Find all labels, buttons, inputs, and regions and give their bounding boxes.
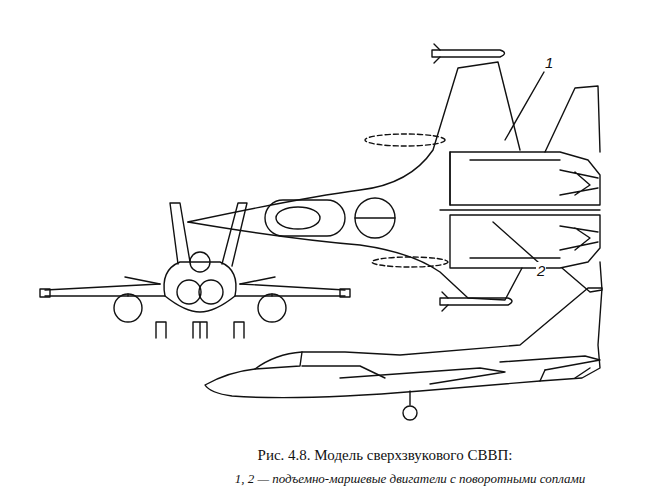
callout-number: 1 <box>544 54 554 71</box>
callout-number: 2 <box>536 262 546 279</box>
figure-caption: Рис. 4.8. Модель сверхзвукового СВВП: <box>150 447 620 464</box>
caption-note: 1, 2 — подъемно-маршевые двигатели с пов… <box>190 472 630 487</box>
front-view <box>40 203 350 338</box>
leader-line <box>505 72 544 140</box>
plan-view <box>188 44 602 311</box>
leader-line <box>493 222 538 262</box>
side-view <box>205 288 602 420</box>
